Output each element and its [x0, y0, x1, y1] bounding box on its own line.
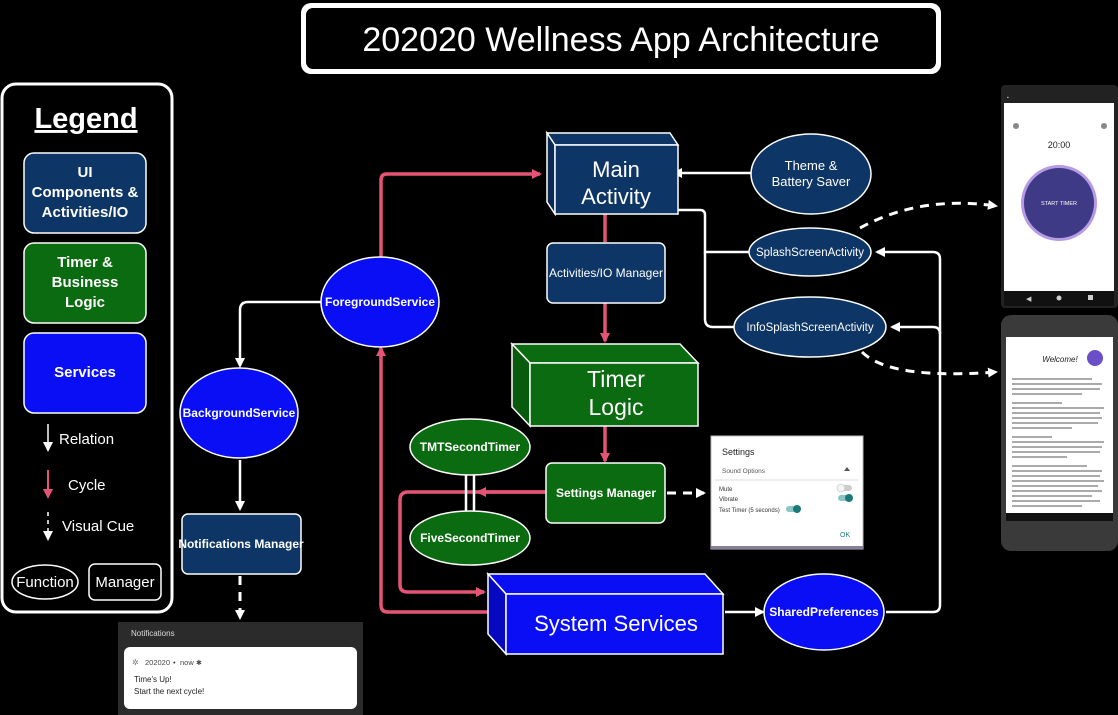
timer-logic-label-2: Logic — [589, 394, 644, 420]
system-services-label: System Services — [534, 611, 698, 636]
settings-panel-title: Settings — [722, 447, 755, 457]
legend-ui-label-2: Components & — [32, 184, 139, 201]
info-icon[interactable] — [1101, 123, 1107, 129]
activities-io-manager-node: Activities/IO Manager — [546, 242, 666, 304]
timer-logic-label-1: Timer — [587, 366, 645, 392]
info-splash-screen-label: InfoSplashScreenActivity — [746, 322, 873, 334]
phone-welcome-text: Welcome! — [1042, 355, 1078, 364]
info-splash-screen-node: InfoSplashScreenActivity — [733, 296, 887, 358]
legend-heading: Legend — [34, 103, 137, 135]
foreground-service-node: ForegroundService — [320, 256, 440, 348]
start-timer-button[interactable] — [1024, 168, 1094, 238]
notification-line-2: Start the next cycle! — [134, 687, 204, 696]
foreground-service-label: ForegroundService — [325, 295, 435, 309]
info-splash-link — [703, 252, 734, 329]
legend-relation-label: Relation — [59, 431, 114, 448]
foreground-to-background-relation — [235, 300, 323, 368]
tmt-second-timer-label: TMTSecondTimer — [420, 440, 521, 454]
notifications-manager-label: Notifications Manager — [178, 537, 304, 551]
legend-manager-label: Manager — [95, 574, 154, 591]
five-second-timer-node: FiveSecondTimer — [409, 510, 531, 566]
sharedprefs-to-info-splash-relation — [890, 322, 942, 335]
chevron-up-icon — [844, 467, 850, 471]
phone-timer-screenshot: ▪ 20:00 START TIMER ◀ — [1001, 85, 1118, 308]
phone-info-screenshot: Welcome! — [1001, 315, 1118, 551]
settings-mute-label: Mute — [719, 487, 733, 493]
notification-line-1: Time's Up! — [134, 675, 172, 684]
legend-ui-label-1: UI — [78, 164, 93, 181]
sharedprefs-to-splash-relation — [875, 247, 942, 614]
settings-manager-node: Settings Manager — [545, 462, 666, 524]
foreground-to-main-cycle — [379, 169, 542, 288]
settings-vibrate-label: Vibrate — [719, 497, 739, 503]
theme-battery-node: Theme & Battery Saver — [750, 133, 872, 215]
shared-preferences-node: SharedPreferences — [763, 573, 885, 651]
splash-to-main-relation — [668, 205, 752, 254]
timer-logic-node: Timer Logic — [510, 342, 700, 428]
notification-time: now — [180, 658, 194, 667]
back-nav-icon[interactable]: ◀ — [1026, 296, 1032, 303]
system-services-node: System Services — [486, 572, 725, 656]
five-second-timer-label: FiveSecondTimer — [420, 531, 520, 545]
recents-nav-icon[interactable] — [1088, 295, 1093, 300]
tmt-second-timer-node: TMTSecondTimer — [409, 418, 531, 476]
legend: Legend UI Components & Activities/IO Tim… — [0, 82, 174, 614]
legend-timer-label-1: Timer & — [57, 254, 113, 271]
diagram-title: 202020 Wellness App Architecture — [362, 21, 879, 59]
info-splash-to-phone-cue — [860, 350, 998, 378]
title-box: 202020 Wellness App Architecture — [301, 3, 941, 74]
theme-battery-label-2: Battery Saver — [772, 174, 851, 189]
legend-function-label: Function — [16, 574, 74, 591]
notification-app-name: 202020 — [145, 658, 170, 667]
main-activity-label-2: Activity — [581, 184, 651, 209]
background-service-label: BackgroundService — [183, 406, 296, 420]
background-service-node: BackgroundService — [179, 367, 299, 459]
settings-test-timer-label: Test Timer (5 seconds) — [719, 508, 780, 514]
notification-header: Notifications — [131, 629, 175, 638]
theme-battery-label-1: Theme & — [785, 158, 838, 173]
notifications-manager-node: Notifications Manager — [178, 513, 304, 575]
main-activity-label-1: Main — [592, 157, 640, 182]
settings-manager-label: Settings Manager — [556, 486, 656, 500]
legend-function-shape — [11, 564, 79, 600]
relation-connectors — [235, 168, 942, 617]
splash-screen-label: SplashScreenActivity — [756, 247, 864, 259]
legend-manager-shape — [88, 563, 162, 601]
legend-timer-swatch — [23, 242, 147, 324]
main-activity-node: Main Activity — [545, 130, 680, 217]
start-timer-label: START TIMER — [1041, 201, 1077, 207]
home-nav-icon[interactable] — [1056, 295, 1062, 301]
phone-timer-value: 20:00 — [1048, 140, 1071, 150]
settings-panel-section: Sound Options — [722, 468, 766, 475]
splash-screen-node: SplashScreenActivity — [748, 227, 872, 277]
system-to-foreground-cycle — [376, 346, 490, 614]
notification-screenshot: Notifications ✲ 202020 • now ✱ Time's Up… — [118, 622, 363, 715]
settings-ok-button[interactable]: OK — [840, 532, 850, 539]
notification-separator: • — [173, 658, 176, 667]
app-logo-icon — [1087, 350, 1103, 366]
legend-visual-cue-label: Visual Cue — [62, 518, 134, 535]
shared-preferences-label: SharedPreferences — [769, 605, 879, 619]
legend-timer-label-2: Business — [52, 274, 119, 291]
instruction-text-block — [1012, 378, 1104, 507]
visual-cue-connectors — [235, 199, 998, 620]
cycle-connectors — [376, 169, 610, 614]
notification-card[interactable] — [124, 647, 357, 709]
settings-panel-screenshot: Settings Sound Options Mute Vibrate Test… — [710, 435, 864, 550]
legend-services-label: Services — [54, 364, 116, 381]
settings-to-system-cycle — [398, 490, 546, 597]
status-bar: ▪ — [1007, 95, 1009, 101]
legend-ui-swatch — [23, 152, 147, 234]
menu-icon[interactable] — [1013, 123, 1019, 129]
bell-icon: ✱ — [196, 659, 202, 667]
legend-ui-label-3: Activities/IO — [42, 204, 129, 221]
legend-timer-label-3: Logic — [65, 294, 105, 311]
activities-io-manager-label: Activities/IO Manager — [549, 266, 663, 280]
legend-cycle-label: Cycle — [68, 477, 106, 494]
gear-icon: ✲ — [132, 658, 139, 667]
legend-services-swatch — [23, 332, 147, 414]
splash-to-phone-cue — [859, 199, 998, 230]
